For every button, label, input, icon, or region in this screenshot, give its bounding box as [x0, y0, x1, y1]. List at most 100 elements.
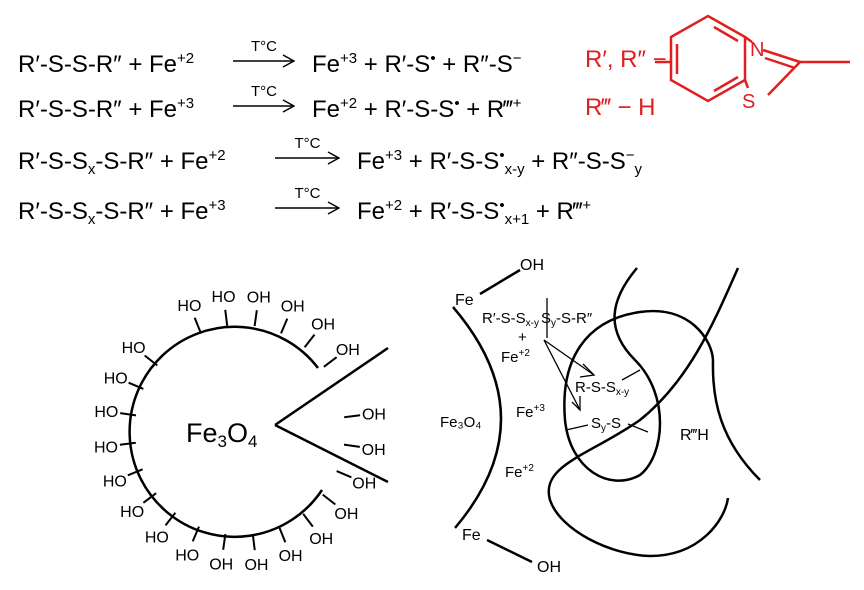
- eq-text: + R′-S: [357, 51, 431, 78]
- hydroxyl-label: HO: [104, 370, 128, 387]
- reaction-arrow: T°C: [233, 83, 295, 117]
- hydroxyl-bond: [120, 412, 137, 417]
- hydroxyl-label: OH: [362, 442, 386, 459]
- hydroxyl-label: HO: [94, 404, 118, 421]
- arrow-condition: T°C: [251, 83, 277, 100]
- mechanism-thin-lines: [543, 298, 649, 433]
- eq-text: +3: [385, 147, 403, 164]
- fe-bottom: Fe: [462, 527, 481, 544]
- eq-text: + R‴: [529, 198, 583, 225]
- eq-text: R′-S-S: [18, 198, 88, 225]
- hydroxyl-label: OH: [336, 342, 360, 359]
- hydroxyl-bond: [144, 354, 158, 367]
- hydroxyl-bond: [191, 526, 200, 542]
- hydroxyl-bond: [303, 334, 316, 348]
- eq-text: R′-S-S-R″ + Fe: [18, 96, 178, 123]
- r-substituent-label: R′, R″ −: [585, 46, 667, 73]
- eq-text: -S-R″ + Fe: [95, 198, 209, 225]
- equation-reactants: R′-S-Sx-S-R″ + Fe+3: [18, 191, 226, 235]
- hydroxyl-label: OH: [352, 476, 376, 493]
- hydroxyl-label: HO: [177, 298, 201, 315]
- hydroxyl-label: OH: [279, 548, 303, 565]
- eq-text: Fe: [357, 198, 386, 225]
- hydroxyl-bond: [253, 310, 258, 327]
- hydroxyl-bond: [302, 513, 314, 528]
- hydroxyl-bond: [323, 356, 338, 368]
- eq-text: −: [625, 147, 635, 164]
- eq-text: +2: [177, 50, 195, 67]
- oh-top: OH: [520, 257, 544, 274]
- eq-text: +: [582, 197, 592, 214]
- hydroxyl-label: HO: [212, 289, 236, 306]
- eq-text: +2: [208, 147, 226, 164]
- equation-products: Fe+3 + R′-S• + R″-S−: [312, 44, 522, 80]
- hydroxyl-bond: [280, 318, 289, 334]
- hydroxyl-bond: [164, 512, 177, 526]
- hydroxyl-label: OH: [309, 531, 333, 548]
- eq-text: •: [499, 197, 505, 214]
- eq-text: R′-S-S: [18, 148, 88, 175]
- reaction-arrow: T°C: [233, 38, 295, 72]
- eq-text: Fe: [312, 96, 341, 123]
- eq-text: Fe: [312, 51, 341, 78]
- hydroxyl-bond: [142, 492, 157, 504]
- rh-label: R‴H: [680, 427, 709, 444]
- hydroxyl-bond: [344, 414, 361, 419]
- eq-text: + R″-S-S: [524, 148, 626, 175]
- eq-text: x: [87, 161, 96, 178]
- hydroxyl-label: HO: [94, 439, 118, 456]
- hydroxyl-bond: [322, 493, 336, 506]
- hydroxyl-label: HO: [122, 340, 146, 357]
- eq-text: R′-S-S-R″ + Fe: [18, 51, 178, 78]
- eq-text: + R″-S: [435, 51, 513, 78]
- eq-text: -S-R″ + Fe: [95, 148, 209, 175]
- hydroxyl-label: OH: [311, 317, 335, 334]
- r3-h-label: R‴ − H: [585, 94, 656, 121]
- oh-bottom: OH: [537, 559, 561, 576]
- benzothiazole-structure: [655, 14, 850, 103]
- hydroxyl-label: OH: [281, 299, 305, 316]
- eq-text: + R′-S-S: [357, 96, 455, 123]
- equation-reactants: R′-S-S-R″ + Fe+2: [18, 44, 194, 80]
- fe2-bottom: Fe+2: [505, 463, 534, 481]
- hydroxyl-label: HO: [103, 474, 127, 491]
- equation-products: Fe+2 + R′-S-S• + R‴+: [312, 89, 522, 125]
- hydroxyl-label: HO: [120, 504, 144, 521]
- mechanism-curves: [452, 267, 761, 564]
- hydroxyl-bond: [119, 441, 136, 446]
- arrow-condition: T°C: [294, 185, 321, 202]
- ring-s: S: [742, 91, 755, 113]
- plus-sign: +: [518, 329, 527, 346]
- hydroxyl-label: OH: [247, 289, 271, 306]
- hydroxyl-bond: [278, 526, 287, 543]
- eq-text: x-y: [504, 161, 525, 178]
- eq-text: •: [454, 95, 460, 112]
- equation-reactants: R′-S-S-R″ + Fe+3: [18, 89, 194, 125]
- eq-text: + R′-S-S: [402, 148, 500, 175]
- fragment-1: R-S-Sx-y: [575, 379, 629, 398]
- eq-text: +: [512, 95, 522, 112]
- hydroxyl-label: HO: [175, 547, 199, 564]
- arrow-condition: T°C: [294, 135, 321, 152]
- equation-reactants: R′-S-Sx-S-R″ + Fe+2: [18, 141, 226, 185]
- fe2-top: Fe+2: [501, 348, 530, 366]
- equation-products: Fe+3 + R′-S-S•x-y + R″-S-S−y: [357, 141, 642, 185]
- fe3o4-particle: [128, 325, 389, 539]
- fe-top: Fe: [455, 292, 474, 309]
- hydroxyl-label: OH: [209, 557, 233, 574]
- reaction-arrow: T°C: [275, 185, 340, 219]
- hydroxyl-bond: [251, 534, 256, 551]
- eq-text: •: [430, 50, 436, 67]
- ring-n: N: [750, 39, 764, 61]
- hydroxyl-label: HO: [145, 529, 169, 546]
- core-label: Fe3O4: [186, 418, 257, 451]
- eq-text: + R‴: [459, 96, 513, 123]
- eq-text: •: [499, 147, 505, 164]
- eq-text: + R′-S-S: [402, 198, 500, 225]
- hydroxyl-bond: [127, 468, 144, 477]
- hydroxyl-bond: [128, 381, 144, 390]
